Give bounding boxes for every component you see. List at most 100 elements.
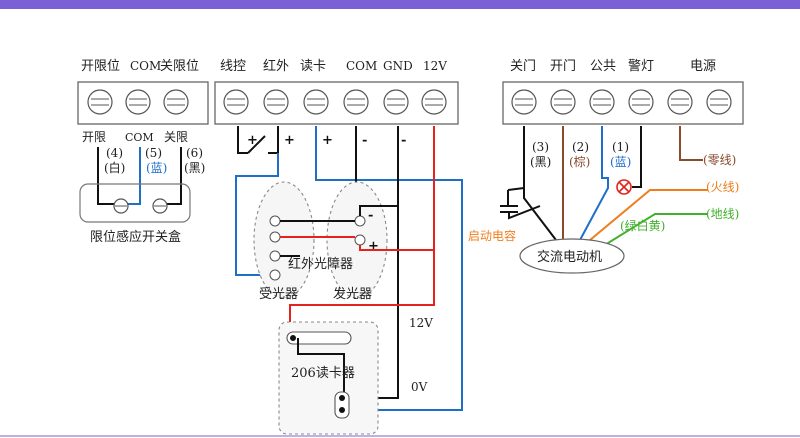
limit-switch-close [152, 198, 168, 214]
terminal-screw [589, 89, 615, 115]
label-open-limit: 开限位 [81, 59, 120, 74]
wire-neutral [679, 126, 703, 161]
terminal-screw [87, 89, 113, 115]
limit-terminal-block: 开限位 COM 关限位 开限 COM 关限 (4) (5) (6) (白) (蓝… [77, 59, 209, 245]
emitter-polarity-plus: + [368, 239, 379, 254]
label-infrared: 红外 [263, 58, 289, 74]
motor-wire-color-brown: (棕) [569, 154, 590, 169]
warning-lamp-icon [616, 179, 632, 195]
wire-color-white: (白) [104, 160, 125, 175]
card-reader-housing [278, 321, 379, 435]
emitter-terminal [354, 234, 366, 246]
wire-motor-common [579, 126, 609, 241]
terminal-screw [223, 89, 249, 115]
wire-color-black: (黑) [184, 161, 205, 175]
label-warning-light: 警灯 [628, 58, 654, 74]
polarity-infrared: + [284, 133, 295, 148]
wire-label-close: 关限 [164, 130, 188, 144]
motor-terminal-strip [502, 81, 744, 125]
header-bar [0, 0, 800, 9]
label-close-door: 关门 [510, 59, 536, 74]
terminal-screw [263, 89, 289, 115]
ac-motor-label: 交流电动机 [537, 249, 602, 265]
motor-wire-number-3: (3) [532, 140, 549, 154]
wire-label-open: 开限 [82, 130, 106, 144]
wire-number-5: (5) [145, 146, 162, 160]
sensor-emitter-label: 发光器 [333, 286, 372, 302]
terminal-screw [706, 89, 732, 115]
limit-box-caption: 限位感应开关盒 [90, 229, 181, 245]
label-common: 公共 [590, 59, 616, 74]
motor-wire-number-2: (2) [572, 140, 589, 154]
receiver-housing [253, 181, 315, 299]
terminal-screw [628, 89, 654, 115]
wire-infrared-to-receiver [235, 153, 279, 276]
capacitor-icon [500, 205, 518, 213]
control-terminal-block: 线控 红外 读卡 COM GND 12V + + + - - [214, 58, 463, 411]
wire-emitter-gnd [359, 205, 398, 216]
emitter-polarity-minus: - [368, 208, 373, 223]
card-reader-title: 206读卡器 [291, 366, 355, 381]
card-reader-contact [339, 407, 345, 413]
emitter-terminal [354, 215, 366, 227]
terminal-screw [667, 89, 693, 115]
capacitor-label: 启动电容 [468, 228, 516, 243]
terminal-screw [421, 89, 447, 115]
motor-wire-color-black: (黑) [530, 155, 551, 169]
label-12v: 12V [423, 59, 447, 73]
wire-open-limit [97, 147, 118, 205]
terminal-screw [163, 89, 189, 115]
polarity-card-reader: + [322, 133, 333, 148]
polarity-gnd: - [401, 133, 406, 148]
receiver-terminal [269, 231, 281, 243]
label-power: 电源 [690, 59, 716, 74]
card-reader-contact [290, 335, 296, 341]
power-label-earth: (地线) [706, 207, 739, 221]
ac-motor-housing [519, 238, 625, 274]
polarity-line-control: + [247, 133, 258, 148]
card-reader-bottom-terminal [334, 391, 350, 419]
label-limit-com: COM [130, 59, 161, 73]
wire-line-control-switch [237, 126, 279, 154]
wire-live [589, 189, 708, 241]
wire-number-4: (4) [106, 146, 123, 160]
card-reader-top-terminal [286, 331, 352, 345]
card-reader-12v-label: 12V [409, 316, 433, 330]
terminal-screw [383, 89, 409, 115]
wire-emitter-12v [359, 245, 434, 251]
wire-warning-light [632, 126, 642, 188]
card-reader-0v-label: 0V [411, 380, 428, 394]
label-line-control: 线控 [220, 59, 246, 74]
wire-card-reader-signal [315, 126, 463, 411]
terminal-screw [303, 89, 329, 115]
power-label-live: (火线) [706, 180, 739, 194]
wire-reader-internal [297, 338, 345, 398]
label-com: COM [346, 59, 377, 73]
receiver-terminal [269, 250, 281, 262]
card-reader-contact [339, 395, 345, 401]
terminal-screw [511, 89, 537, 115]
motor-wire-number-1: (1) [612, 140, 629, 154]
wire-capacitor-return [508, 205, 541, 220]
limit-switch-open [113, 198, 129, 214]
card-reader-206: 206读卡器 12V 0V [278, 316, 433, 435]
label-close-limit: 关限位 [160, 59, 199, 74]
infrared-sensor: - + 红外光障器 受光器 发光器 [253, 181, 434, 302]
polarity-com: - [362, 133, 367, 148]
wire-close-limit [163, 147, 182, 205]
control-terminal-strip [214, 81, 459, 125]
sensor-receiver-label: 受光器 [259, 287, 298, 302]
wire-label-com: COM [125, 131, 154, 144]
label-card-reader: 读卡 [300, 59, 326, 74]
terminal-screw [550, 89, 576, 115]
limit-switch-box [79, 183, 191, 223]
wire-12v-to-reader [289, 126, 435, 336]
terminal-screw [125, 89, 151, 115]
label-gnd: GND [383, 59, 413, 73]
terminal-screw [343, 89, 369, 115]
receiver-terminal [269, 215, 281, 227]
sensor-title: 红外光障器 [288, 256, 353, 272]
receiver-terminal [269, 269, 281, 281]
